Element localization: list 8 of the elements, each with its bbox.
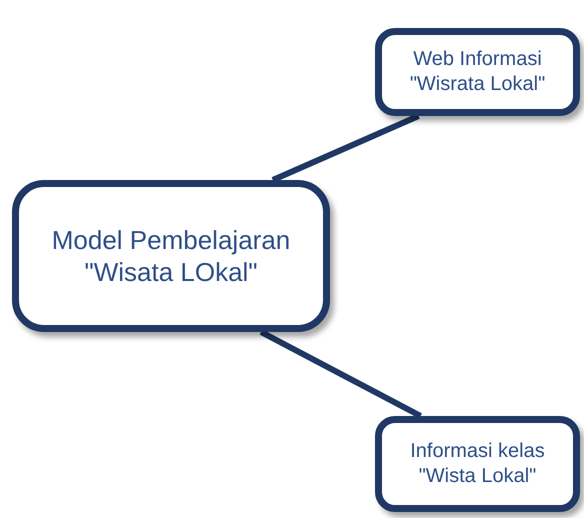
node-text: Model Pembelajaran "Wisata LOkal" <box>50 224 292 288</box>
connector-line <box>260 329 422 419</box>
rounded-box <box>375 28 580 116</box>
rounded-box <box>12 180 330 332</box>
node-text: Web Informasi "Wisrata Lokal" <box>408 47 546 97</box>
connector-line <box>272 113 420 183</box>
node-text: Informasi kelas "Wista Lokal" <box>409 439 546 489</box>
rounded-box <box>375 416 580 512</box>
